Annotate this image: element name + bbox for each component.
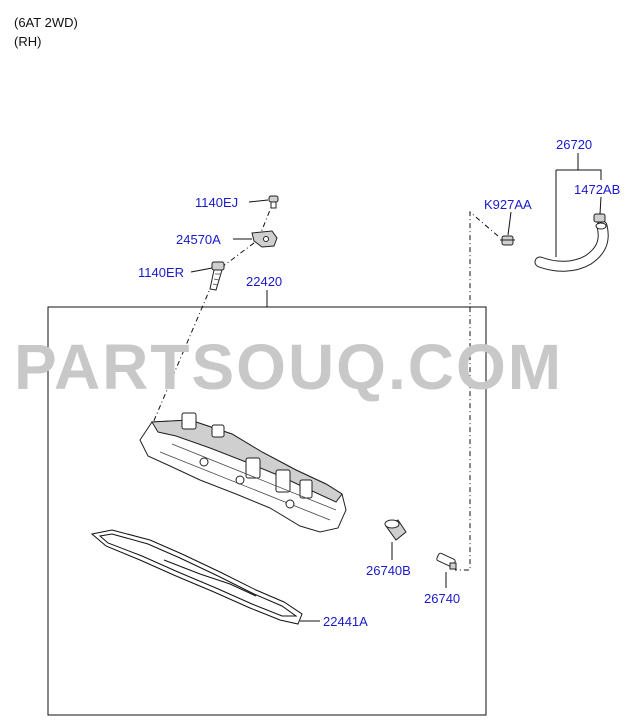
grommet-26740B-icon: [384, 519, 407, 541]
header-variant-text: (6AT 2WD): [14, 15, 78, 30]
leader-1472AB: [599, 196, 602, 215]
assembly-centerline: [149, 199, 275, 431]
leader-1140EJ: [248, 199, 269, 203]
leader-K927AA: [507, 211, 512, 236]
gasket-22441A-icon: [90, 529, 303, 625]
leader-26720-right: [556, 169, 602, 180]
breather-hose-26720-icon: [534, 220, 609, 272]
label-K927AA[interactable]: K927AA: [484, 197, 532, 212]
label-26740[interactable]: 26740: [424, 591, 460, 606]
label-1472AB[interactable]: 1472AB: [574, 182, 620, 197]
label-26740B[interactable]: 26740B: [366, 563, 411, 578]
watermark-text: PARTSOUQ.COM: [14, 331, 563, 403]
clamp-K927AA-icon: [500, 235, 515, 246]
bolt-1140ER-icon: [209, 261, 225, 291]
header-side-text: (RH): [14, 34, 41, 49]
leader-1140ER: [190, 267, 213, 273]
bolt-1140EJ-icon: [268, 195, 279, 209]
bracket-24570A-icon: [251, 230, 278, 248]
label-24570A[interactable]: 24570A: [176, 232, 221, 247]
label-22441A[interactable]: 22441A: [323, 614, 368, 629]
label-1140ER[interactable]: 1140ER: [138, 265, 184, 280]
label-22420[interactable]: 22420: [246, 274, 282, 289]
pcv-valve-26740-icon: [436, 552, 457, 570]
cylinder-head-cover-22420-icon: [139, 412, 347, 533]
label-1140EJ[interactable]: 1140EJ: [195, 195, 238, 210]
clamp-1472AB-icon: [593, 213, 606, 223]
label-26720[interactable]: 26720: [556, 137, 592, 152]
